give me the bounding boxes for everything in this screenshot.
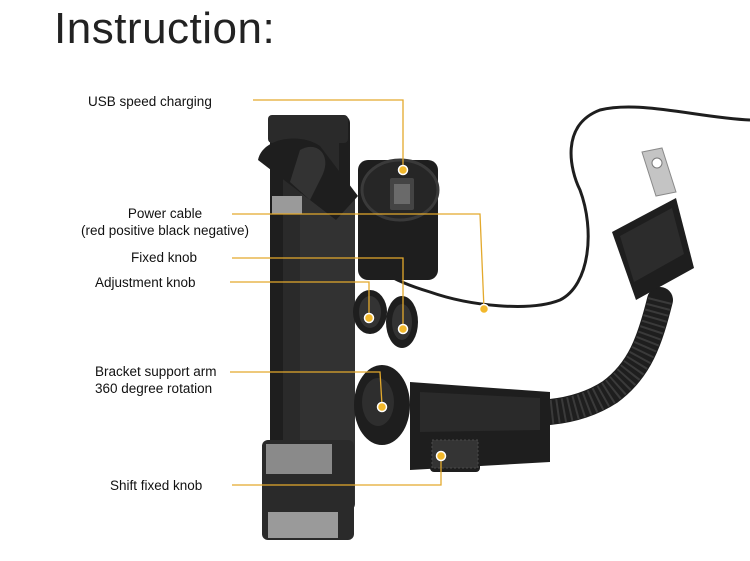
label-bracket-arm-rotation: 360 degree rotation [95,381,213,396]
holder-frame [270,115,355,535]
bottom-clamp [262,440,354,540]
label-power-cable-title: Power cable [127,206,203,221]
dot-fixed-knob [397,323,409,335]
dot-usb [397,164,409,176]
top-clamp [268,115,348,214]
flexible-gooseneck [537,287,673,425]
power-cable [379,105,750,308]
leader-dots [363,164,490,462]
fixed-knob [353,290,387,334]
adjustment-knob [386,296,418,348]
leader-fixed-knob [232,257,404,326]
leader-power-cable [232,213,485,310]
label-shift-fixed-knob: Shift fixed knob [110,478,203,493]
label-usb-speed-charging: USB speed charging [88,94,212,109]
label-fixed-knob: Fixed knob [131,250,198,265]
page-title: Instruction: [54,4,276,53]
dot-power-cable [478,303,490,315]
leader-adjustment-knob [230,281,370,316]
gooseneck-clamp-block [612,198,694,300]
leader-shift-knob [232,458,442,486]
dot-shift-knob [435,450,447,462]
metal-bracket [641,147,677,197]
label-bracket-support-arm: Bracket support arm 360 degree rotation [95,363,217,397]
label-power-cable: Power cable (red positive black negative… [80,205,250,239]
usb-charger-housing [258,138,440,280]
leader-bracket-arm [230,371,383,406]
dot-bracket-arm [376,401,388,413]
label-bracket-arm-title: Bracket support arm [95,364,217,379]
dot-adjustment-knob [363,312,375,324]
label-power-cable-polarity: (red positive black negative) [80,223,250,238]
leader-lines [230,99,485,486]
label-adjustment-knob: Adjustment knob [95,275,196,290]
shift-fixed-knob [430,436,480,472]
leader-usb [253,99,404,168]
